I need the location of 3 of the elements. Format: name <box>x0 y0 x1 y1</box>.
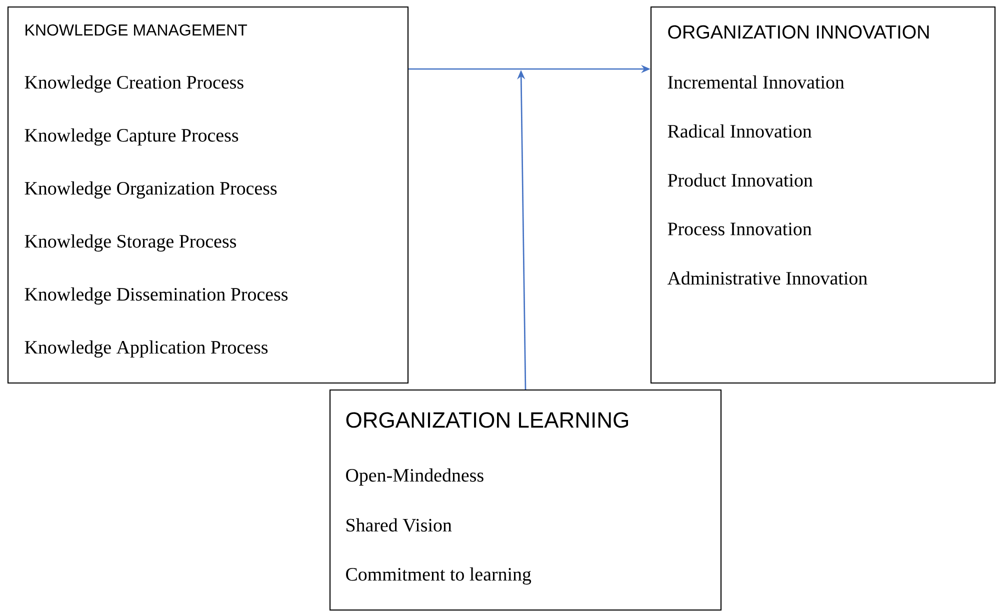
text-box: ORGANIZATION INNOVATION Incremental Innovation Radical Innovation Product Innovation Process Innovation Administrative Innovation <box>650 6 996 384</box>
text-box: KNOWLEDGE MANAGEMENT Knowledge Creation Process Knowledge Capture Process Knowledge Organization Process Knowledge Storage Process Knowledge Dissemination Process Knowledge Application Process <box>7 6 409 384</box>
text-box: ORGANIZATION LEARNING Open-Mindedness Shared Vision Commitment to learning <box>329 389 722 611</box>
